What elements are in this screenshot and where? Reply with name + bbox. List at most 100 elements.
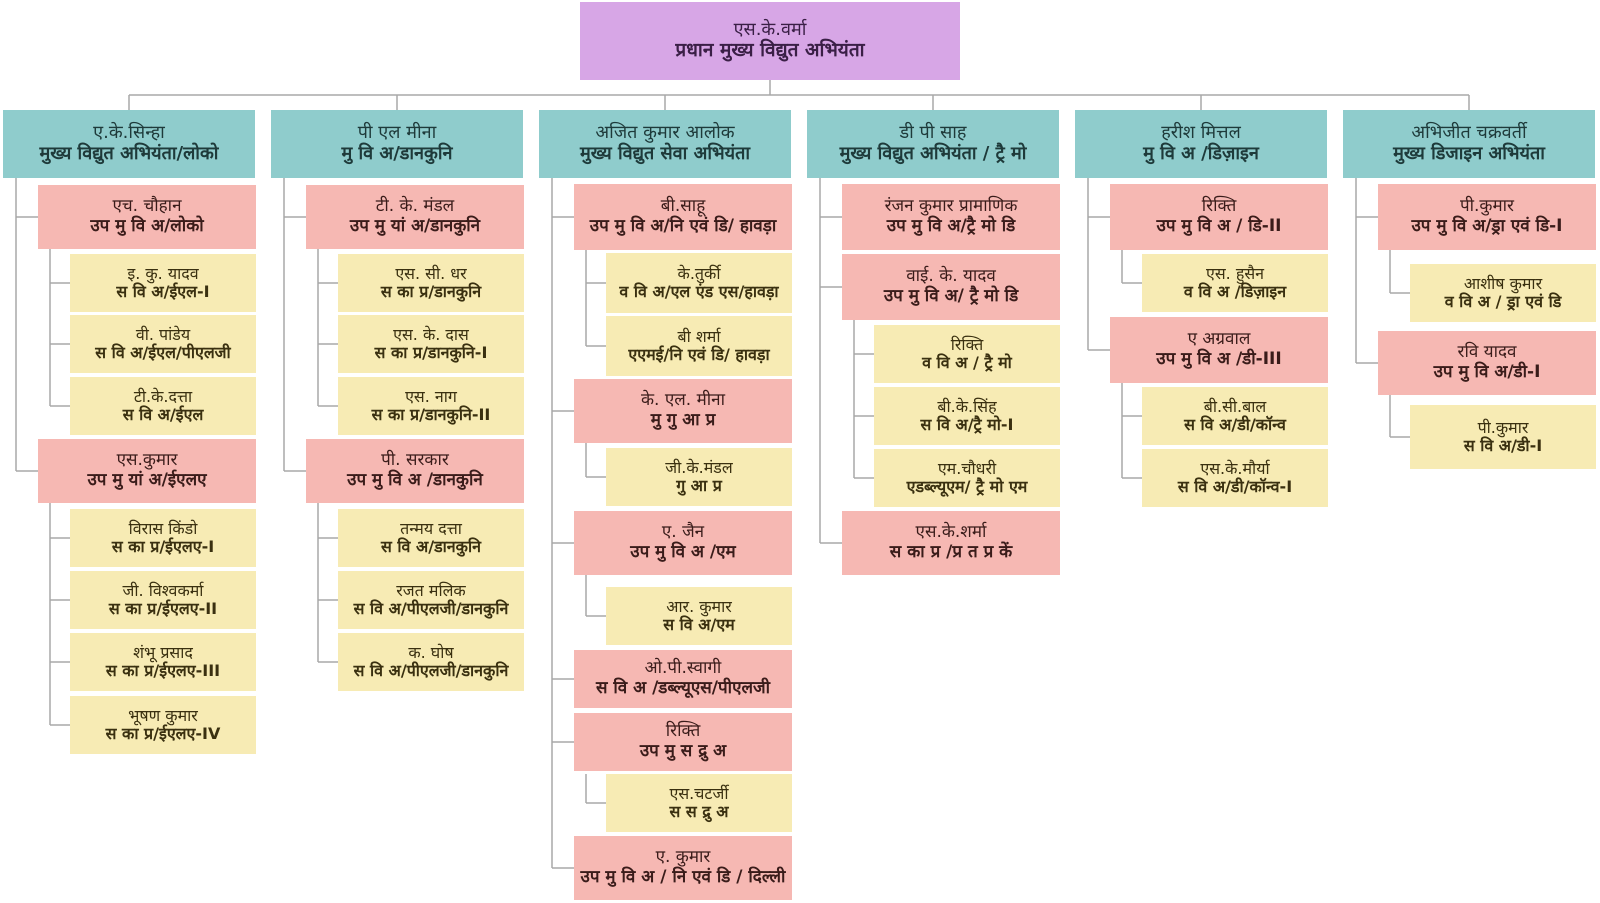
org-node-deputy: ए. कुमार उप मु वि अ / नि एवं डि / दिल्ली xyxy=(574,836,792,900)
node-title: व वि अ / ड्रा एवं डि xyxy=(1444,292,1562,311)
node-title: मुख्य विद्युत अभियंता / ट्रै मो xyxy=(839,143,1027,164)
node-title: गु आ प्र xyxy=(676,476,722,495)
node-title: स वि अ/पीएलजी/डानकुनि xyxy=(353,599,509,618)
node-title: स वि अ/एम xyxy=(663,615,735,634)
org-node-officer: टी.के.दत्ता स वि अ/ईएल xyxy=(70,377,256,435)
node-name: बी.सी.बाल xyxy=(1203,396,1267,416)
node-name: बी.के.सिंह xyxy=(937,396,997,416)
org-node-officer: के.तुर्की व वि अ/एल एंड एस/हावड़ा xyxy=(606,253,792,313)
org-node-deputy: रिक्ति उप मु वि अ / डि-II xyxy=(1110,184,1328,250)
node-title: स का प्र/ईएलए-I xyxy=(111,537,215,556)
node-name: शंभू प्रसाद xyxy=(133,642,193,662)
node-title: स वि अ/डी/कॉन्व-I xyxy=(1177,477,1293,496)
org-node-deputy: ओ.पी.स्वागी स वि अ /डब्ल्यूएस/पीएलजी xyxy=(574,650,792,708)
org-node-officer: एस.के.मौर्या स वि अ/डी/कॉन्व-I xyxy=(1142,449,1328,507)
org-node-deputy: बी.साहू उप मु वि अ/नि एवं डि/ हावड़ा xyxy=(574,184,792,250)
org-node-head: डी पी साह मुख्य विद्युत अभियंता / ट्रै म… xyxy=(807,110,1059,178)
org-node-officer: जी. विश्वकर्मा स का प्र/ईएलए-II xyxy=(70,571,256,629)
node-name: रंजन कुमार प्रामाणिक xyxy=(884,196,1018,217)
org-node-officer: भूषण कुमार स का प्र/ईएलए-IV xyxy=(70,696,256,754)
node-name: अजित कुमार आलोक xyxy=(595,122,735,144)
node-name: टी. के. मंडल xyxy=(375,196,455,217)
node-name: एस.के.वर्मा xyxy=(733,18,807,40)
node-name: एम.चौधरी xyxy=(937,458,997,478)
node-title: स का प्र/डानकुनि xyxy=(380,282,482,301)
org-node-deputy: रवि यादव उप मु वि अ/डी-I xyxy=(1378,331,1596,395)
org-node-officer: जी.के.मंडल गु आ प्र xyxy=(606,448,792,506)
org-node-deputy: रिक्ति उप मु स द्रु अ xyxy=(574,713,792,771)
node-name: तन्मय दत्ता xyxy=(400,518,462,538)
org-node-officer: क. घोष स वि अ/पीएलजी/डानकुनि xyxy=(338,633,524,691)
node-title: उप मु स द्रु अ xyxy=(639,741,727,761)
node-title: स वि अ /डब्ल्यूएस/पीएलजी xyxy=(595,678,771,698)
node-title: स वि अ/डानकुनि xyxy=(381,537,481,556)
node-name: एस.चटर्जी xyxy=(669,783,729,803)
node-title: स स द्रु अ xyxy=(669,802,729,821)
node-title: स वि अ/ट्रै मो-I xyxy=(920,415,1014,434)
org-node-deputy: ए अग्रवाल उप मु वि अ /डी-III xyxy=(1110,317,1328,383)
node-title: उप मु वि अ/ट्रै मो डि xyxy=(886,216,1016,236)
org-node-head: अभिजीत चक्रवर्ती मुख्य डिजाइन अभियंता xyxy=(1343,110,1595,178)
org-node-officer: आर. कुमार स वि अ/एम xyxy=(606,587,792,645)
org-node-officer: एस. के. दास स का प्र/डानकुनि-I xyxy=(338,315,524,373)
node-title: मु वि अ/डानकुनि xyxy=(341,143,453,164)
node-title: स वि अ/ईएल xyxy=(122,405,204,424)
node-title: उप मु वि अ/लोको xyxy=(90,216,204,236)
node-name: भूषण कुमार xyxy=(128,705,198,725)
org-node-head: हरीश मित्तल मु वि अ /डिज़ाइन xyxy=(1075,110,1327,178)
org-node-officer: एस.चटर्जी स स द्रु अ xyxy=(606,774,792,832)
org-node-officer: पी.कुमार स वि अ/डी-I xyxy=(1410,405,1596,469)
node-name: जी. विश्वकर्मा xyxy=(122,580,204,600)
org-node-deputy: पी. सरकार उप मु वि अ /डानकुनि xyxy=(306,439,524,503)
org-node-deputy: वाई. के. यादव उप मु वि अ/ ट्रै मो डि xyxy=(842,254,1060,320)
node-title: एडब्ल्यूएम/ ट्रै मो एम xyxy=(906,477,1028,496)
node-name: रवि यादव xyxy=(1457,342,1517,363)
node-name: रिक्ति xyxy=(665,721,701,742)
node-title: उप मु यां अ/ईएलए xyxy=(87,470,207,490)
node-title: स का प्र/डानकुनि-I xyxy=(374,343,488,362)
node-name: टी.के.दत्ता xyxy=(133,386,193,406)
org-node-officer: शंभू प्रसाद स का प्र/ईएलए-III xyxy=(70,633,256,691)
node-name: क. घोष xyxy=(408,642,454,662)
node-title: उप मु वि अ/डी-I xyxy=(1433,362,1541,382)
node-name: एस.के.शर्मा xyxy=(915,522,987,543)
node-title: उप मु वि अ /डी-III xyxy=(1156,349,1282,369)
node-name: एस.के.मौर्या xyxy=(1200,458,1270,478)
node-name: एस. सी. धर xyxy=(395,263,467,283)
org-node-officer: बी.के.सिंह स वि अ/ट्रै मो-I xyxy=(874,387,1060,445)
node-name: इ. कु. यादव xyxy=(127,263,199,283)
node-name: एस. हुसैन xyxy=(1205,263,1265,283)
node-name: रिक्ति xyxy=(950,334,984,354)
node-name: एस.कुमार xyxy=(116,450,178,471)
node-name: के.तुर्की xyxy=(677,263,721,283)
node-name: पी.कुमार xyxy=(1477,417,1529,437)
org-node-officer: रजत मलिक स वि अ/पीएलजी/डानकुनि xyxy=(338,571,524,629)
org-node-officer: एस. हुसैन व वि अ /डिज़ाइन xyxy=(1142,254,1328,312)
node-title: स वि अ/ईएल/पीएलजी xyxy=(95,343,231,362)
node-title: व वि अ/एल एंड एस/हावड़ा xyxy=(619,282,779,301)
node-name: पी.कुमार xyxy=(1459,196,1515,217)
node-title: उप मु वि अ / डि-II xyxy=(1156,216,1282,236)
node-title: मुख्य विद्युत अभियंता/लोको xyxy=(39,143,219,164)
node-title: उप मु वि अ/नि एवं डि/ हावड़ा xyxy=(589,216,777,236)
node-name: विरास किंडो xyxy=(128,518,198,538)
org-node-officer: बी शर्मा एएमई/नि एवं डि/ हावड़ा xyxy=(606,316,792,376)
node-title: स वि अ/डी-I xyxy=(1463,436,1543,455)
node-name: ए. जैन xyxy=(661,522,705,543)
org-node-head: पी एल मीना मु वि अ/डानकुनि xyxy=(271,110,523,178)
node-name: एस. के. दास xyxy=(393,324,469,344)
node-name: बी.साहू xyxy=(660,196,706,217)
org-node-officer: इ. कु. यादव स वि अ/ईएल-I xyxy=(70,254,256,312)
node-name: ओ.पी.स्वागी xyxy=(644,658,722,679)
org-node-deputy: ए. जैन उप मु वि अ /एम xyxy=(574,511,792,575)
org-node-officer: एस. सी. धर स का प्र/डानकुनि xyxy=(338,254,524,312)
org-node-deputy: रंजन कुमार प्रामाणिक उप मु वि अ/ट्रै मो … xyxy=(842,184,1060,250)
node-title: स वि अ/ईएल-I xyxy=(116,282,210,301)
node-name: वी. पांडेय xyxy=(135,324,191,344)
node-name: अभिजीत चक्रवर्ती xyxy=(1411,122,1527,144)
org-node-officer: वी. पांडेय स वि अ/ईएल/पीएलजी xyxy=(70,315,256,373)
org-node-deputy: के. एल. मीना मु गु आ प्र xyxy=(574,379,792,443)
node-title: व वि अ /डिज़ाइन xyxy=(1183,282,1287,301)
node-name: जी.के.मंडल xyxy=(665,457,733,477)
org-node-deputy: एच. चौहान उप मु वि अ/लोको xyxy=(38,185,256,249)
